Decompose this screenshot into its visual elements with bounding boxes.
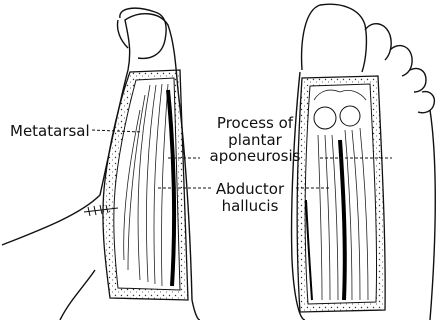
label-process-line2: plantar — [190, 132, 320, 149]
label-abductor-hallucis: Abductor hallucis — [200, 181, 300, 214]
right-incision-window — [297, 76, 385, 312]
label-process-of-plantar-aponeurosis: Process of plantar aponeurosis — [190, 115, 320, 165]
label-metatarsal: Metatarsal — [10, 123, 90, 140]
left-incision-window — [84, 70, 188, 300]
label-abductor-line1: Abductor — [200, 181, 300, 198]
label-abductor-line2: hallucis — [200, 198, 300, 215]
label-process-line3: aponeurosis — [190, 148, 320, 165]
label-process-line1: Process of — [190, 115, 320, 132]
